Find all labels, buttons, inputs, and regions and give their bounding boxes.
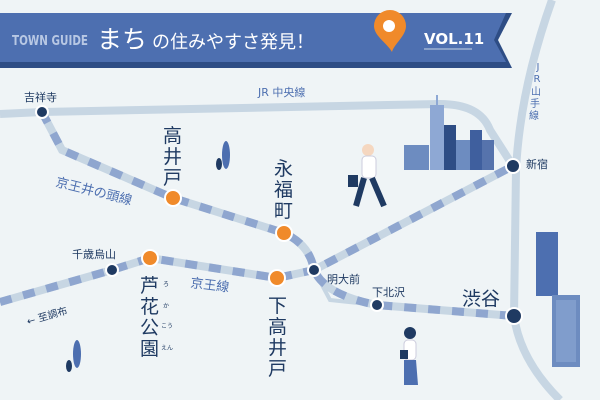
- label-char: 花: [140, 296, 159, 318]
- shinjuku-buildings-icon: [404, 95, 494, 170]
- jr-chuo-line: [0, 99, 517, 169]
- label-char: 線: [529, 109, 539, 122]
- station-chitose-karasuyama-label: 千歳烏山: [72, 247, 116, 261]
- banner-title-rest: の住みやすさ発見！: [152, 32, 314, 53]
- jr-chuo-label: JR 中央線: [257, 85, 305, 99]
- label-char: 井: [268, 337, 287, 359]
- label-char: 町: [274, 200, 293, 222]
- keio-line-label: 京王線: [190, 275, 231, 296]
- station-eifukucho-label: 永 福 町: [274, 158, 293, 222]
- label-char: 山: [531, 86, 541, 98]
- label-char: J: [536, 62, 540, 73]
- station-kichijoji-label: 吉祥寺: [24, 90, 57, 104]
- banner-title-main: まち: [97, 25, 147, 54]
- station-shimo-takaido-label: 下 高 井 戸: [268, 295, 287, 380]
- station-meidaimae-marker[interactable]: [307, 263, 321, 277]
- walking-man-icon: [348, 144, 387, 208]
- station-kichijoji-marker[interactable]: [35, 105, 49, 119]
- jr-yamanote-label: J R 山 手 線: [529, 62, 541, 122]
- label-char: 永: [274, 158, 293, 180]
- label-char: 戸: [268, 358, 287, 380]
- tree-icon: [216, 141, 230, 170]
- station-shimokitazawa-label: 下北沢: [372, 285, 405, 299]
- label-char: 芦: [140, 275, 159, 297]
- station-shimokitazawa-marker[interactable]: [370, 298, 384, 312]
- keio-line: [0, 162, 515, 306]
- label-char: 下: [268, 295, 287, 317]
- label-char: えん: [161, 345, 173, 352]
- shibuya-buildings-icon: [536, 232, 580, 367]
- label-char: か: [163, 303, 169, 310]
- label-char: 高: [268, 316, 287, 338]
- station-takaido-marker[interactable]: [164, 189, 182, 207]
- label-char: 福: [274, 179, 293, 201]
- station-eifukucho-marker[interactable]: [275, 224, 293, 242]
- direction-label: ← 至調布: [25, 304, 69, 328]
- banner-volume: VOL.11: [424, 30, 484, 48]
- station-shinjuku-marker[interactable]: [505, 158, 521, 174]
- tree-icon: [66, 340, 81, 372]
- walking-woman-icon: [400, 327, 418, 385]
- station-takaido-label: 高 井 戸: [163, 125, 182, 189]
- label-char: 戸: [163, 167, 182, 189]
- station-shimo-takaido-marker[interactable]: [268, 269, 286, 287]
- label-char: ろ: [163, 281, 169, 288]
- label-char: 井: [163, 146, 182, 168]
- station-shibuya-label: 渋谷: [462, 288, 500, 310]
- title-banner: [0, 10, 512, 68]
- label-char: 高: [163, 125, 182, 147]
- station-chitose-karasuyama-marker[interactable]: [105, 263, 119, 277]
- banner-series-label: TOWN GUIDE: [12, 34, 88, 49]
- station-roka-koen-reading: ろ か こう えん: [161, 281, 173, 352]
- label-char: 園: [140, 338, 159, 360]
- station-shinjuku-label: 新宿: [526, 157, 548, 171]
- station-roka-koen-marker[interactable]: [141, 249, 159, 267]
- station-roka-koen-label: 芦 花 公 園: [140, 275, 159, 360]
- station-meidaimae-label: 明大前: [327, 272, 360, 286]
- station-shibuya-marker[interactable]: [505, 307, 523, 325]
- label-char: R: [534, 74, 541, 85]
- label-char: こう: [161, 323, 173, 330]
- label-char: 公: [140, 317, 159, 339]
- label-char: 手: [530, 97, 540, 110]
